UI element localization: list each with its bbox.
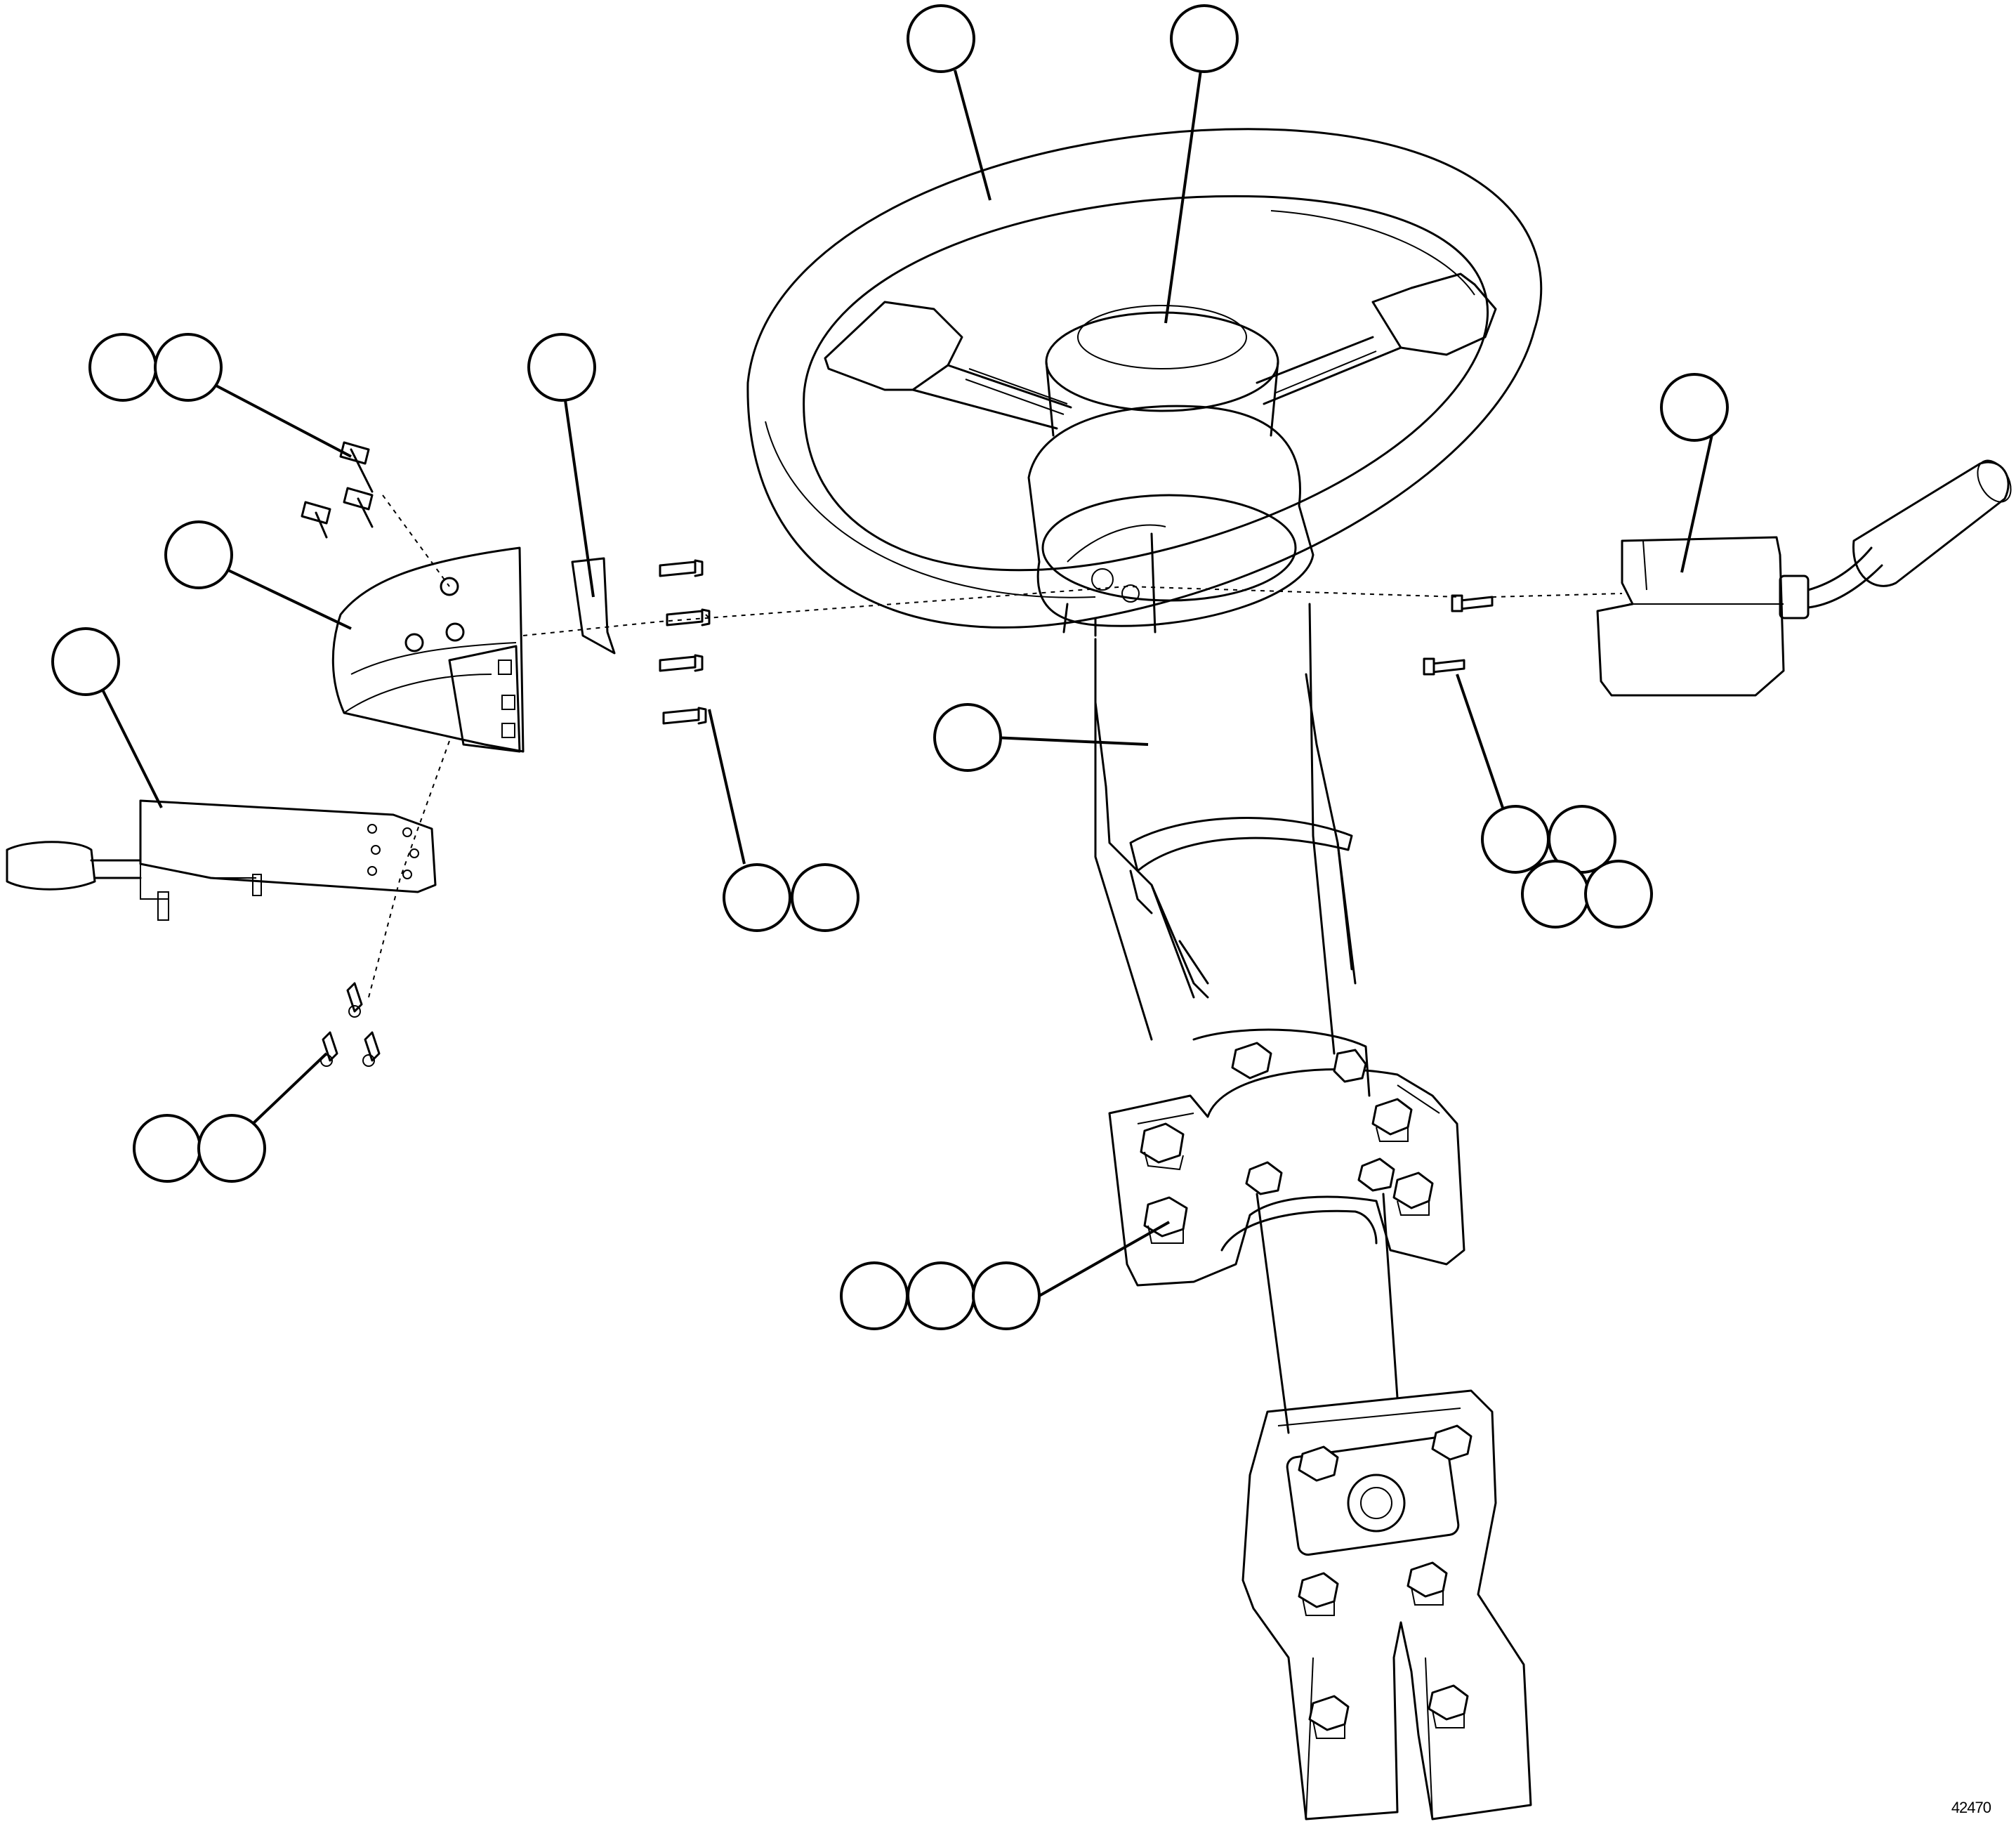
steering-wheel [746,128,1543,629]
left-control-lever [6,799,437,921]
callout-balloon [907,1261,975,1330]
assembly-lines [368,494,1623,998]
callout-balloon [1548,805,1616,874]
callout-balloon [907,4,975,73]
callout-balloon [527,333,596,402]
callout-balloon [1584,860,1653,929]
callout-balloon [88,333,157,402]
callout-balloon [1521,860,1590,929]
steering-column-shroud [1027,405,1315,637]
callout-balloon [154,333,223,402]
left-lever-cover [331,546,525,753]
callout-balloon [164,520,233,589]
lower-u-joint-bracket [1241,1389,1532,1820]
steering-column-tube [1094,532,1399,1434]
callout-balloons [51,4,1729,1330]
column-mount-bracket [1108,1042,1465,1287]
callout-balloon [933,703,1002,772]
callout-balloon [1481,805,1550,874]
right-control-lever [1423,459,2012,697]
callout-balloon [1170,4,1239,73]
callout-balloon [723,863,791,932]
callout-balloon [51,627,120,696]
callout-balloon [197,1114,266,1183]
callout-balloon [791,863,859,932]
callout-balloon [840,1261,909,1330]
callout-balloon [1660,373,1729,442]
screws [301,441,711,1067]
decal-plate [571,557,616,655]
callout-balloon [972,1261,1041,1330]
figure-id-label: 42470 [1951,1799,1991,1816]
leader-lines [97,70,1715,1297]
callout-balloon [133,1114,202,1183]
